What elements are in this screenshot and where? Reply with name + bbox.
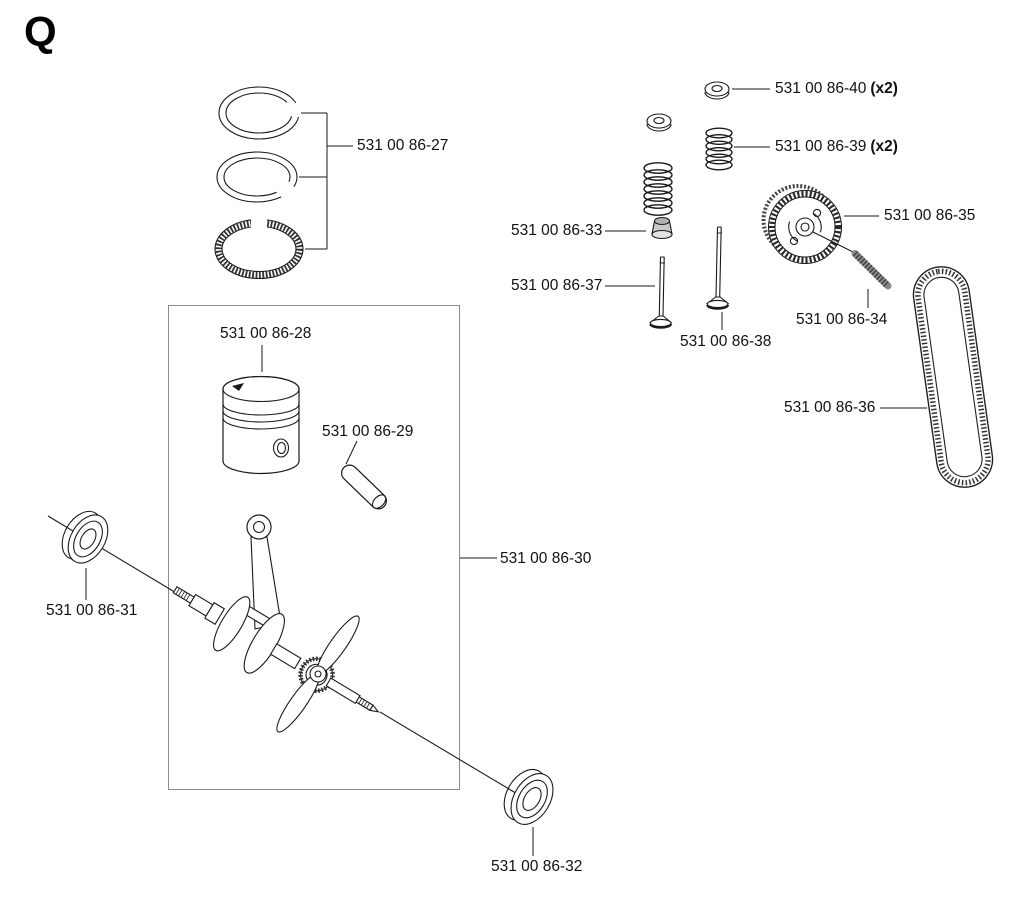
part-label-86-38: 531 00 86-38 <box>680 333 771 351</box>
part-label-86-39: 531 00 86-39(x2) <box>775 138 898 156</box>
part-label-86-40: 531 00 86-40(x2) <box>775 80 898 98</box>
part-label-86-31: 531 00 86-31 <box>46 602 137 620</box>
part-label-86-35: 531 00 86-35 <box>884 207 975 225</box>
piston-ring-2 <box>216 151 298 203</box>
part-label-86-28: 531 00 86-28 <box>220 325 311 343</box>
crankshaft-axis-lines <box>47 515 525 799</box>
valve-spring-2 <box>643 162 673 216</box>
piston-ring-set <box>214 86 304 280</box>
crank-seal-right <box>503 769 554 825</box>
exhaust-valve <box>705 226 730 310</box>
leader-27 <box>299 112 353 250</box>
part-label-86-30: 531 00 86-30 <box>500 550 591 568</box>
timing-belt <box>912 266 994 488</box>
part-number: 531 00 86-37 <box>511 277 603 294</box>
section-letter: Q <box>24 8 57 55</box>
part-number: 531 00 86-38 <box>680 333 772 350</box>
part-qty: (x2) <box>870 80 898 97</box>
part-label-86-29: 531 00 86-29 <box>322 423 413 441</box>
piston-oil-ring <box>214 216 304 280</box>
valve-spring-1 <box>705 127 733 171</box>
part-number: 531 00 86-28 <box>220 325 312 342</box>
valve-retainer-1 <box>704 81 730 100</box>
part-number: 531 00 86-30 <box>500 550 592 567</box>
camshaft-gear <box>761 184 856 264</box>
part-qty: (x2) <box>870 138 898 155</box>
leader-lines <box>85 88 927 856</box>
part-label-86-34: 531 00 86-34 <box>796 311 887 329</box>
piston <box>222 375 300 475</box>
part-number: 531 00 86-33 <box>511 222 603 239</box>
crank-seal-left <box>61 510 109 564</box>
part-label-86-37: 531 00 86-37 <box>511 277 602 295</box>
part-number: 531 00 86-34 <box>796 311 888 328</box>
part-number: 531 00 86-39 <box>775 138 867 155</box>
valve-retainer-2 <box>646 113 672 132</box>
camshaft-pin <box>851 250 892 290</box>
part-number: 531 00 86-35 <box>884 207 976 224</box>
crankshaft <box>172 586 380 713</box>
crank-web-1 <box>213 596 251 652</box>
piston-pin <box>341 464 387 510</box>
piston-arrow-mark <box>232 383 244 391</box>
assembly-frame-box <box>168 305 460 790</box>
part-label-86-33: 531 00 86-33 <box>511 222 602 240</box>
part-number: 531 00 86-29 <box>322 423 414 440</box>
wrist-pin-hole <box>272 438 290 458</box>
part-label-86-36: 531 00 86-36 <box>784 399 875 417</box>
part-number: 531 00 86-32 <box>491 858 583 875</box>
part-number: 531 00 86-27 <box>357 137 449 154</box>
piston-ring-1 <box>218 86 300 140</box>
crank-counterweight-blades <box>276 615 360 733</box>
part-number: 531 00 86-40 <box>775 80 867 97</box>
part-number: 531 00 86-31 <box>46 602 138 619</box>
intake-valve <box>648 256 673 329</box>
part-label-86-32: 531 00 86-32 <box>491 858 582 876</box>
leader-29 <box>345 440 358 465</box>
part-number: 531 00 86-36 <box>784 399 876 416</box>
part-label-86-27: 531 00 86-27 <box>357 137 448 155</box>
valve-stem-seal <box>651 216 673 240</box>
